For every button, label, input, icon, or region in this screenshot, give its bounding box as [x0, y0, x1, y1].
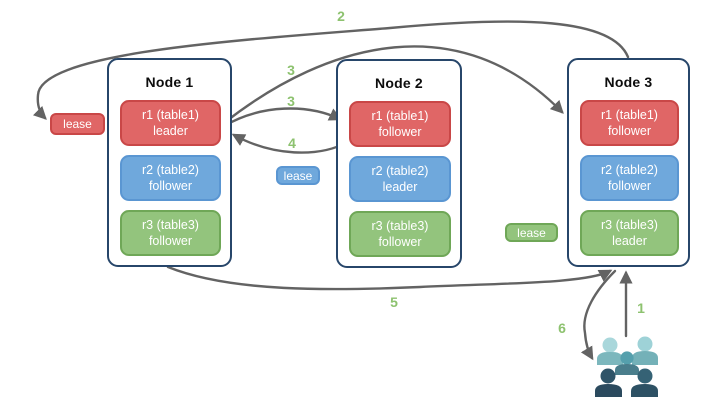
- replica-name: r3 (table3): [371, 218, 429, 233]
- replica-role: leader: [153, 124, 188, 138]
- node3-r2-follower-box: r2 (table2) follower: [580, 155, 679, 201]
- replica-name: r3 (table3): [142, 217, 199, 232]
- replica-role: follower: [148, 179, 193, 193]
- person-body: [631, 384, 658, 397]
- node-2-title: Node 2: [375, 75, 423, 91]
- node-3-title: Node 3: [604, 74, 653, 90]
- lease-tag-r1: lease: [50, 113, 105, 135]
- users-group-icon: [595, 336, 658, 397]
- replica-name: r2 (table2): [601, 162, 658, 177]
- node3-r1-follower-box: r1 (table1) follower: [580, 100, 679, 146]
- person-head: [637, 336, 653, 352]
- node2-r2-leader-box: r2 (table2) leader: [349, 156, 451, 202]
- replica-name: r1 (table1): [601, 107, 658, 122]
- person-body: [615, 364, 639, 375]
- step-3b-label: 3: [287, 93, 295, 109]
- person-head: [637, 368, 653, 384]
- replica-role: follower: [607, 179, 652, 193]
- node3-r3-leader-box: r3 (table3) leader: [580, 210, 679, 256]
- person-head: [600, 368, 616, 384]
- node1-r2-follower-box: r2 (table2) follower: [120, 155, 221, 201]
- replica-name: r2 (table2): [371, 163, 429, 178]
- step-4-label: 4: [288, 135, 296, 151]
- person-body: [595, 384, 622, 397]
- arrow-step-6-node3-to-clients: [580, 269, 617, 361]
- node-3-box: Node 3 r1 (table1) follower r2 (table2) …: [567, 58, 690, 267]
- replica-name: r2 (table2): [142, 162, 199, 177]
- replica-role: follower: [378, 125, 422, 139]
- replica-name: r3 (table3): [601, 217, 658, 232]
- person-body: [632, 351, 658, 365]
- node1-r3-follower-box: r3 (table3) follower: [120, 210, 221, 256]
- step-2-label: 2: [337, 8, 345, 24]
- replica-name: r1 (table1): [142, 107, 199, 122]
- arrow-step-2: [32, 20, 630, 120]
- arrow-step-3-node1-to-node3: [222, 45, 564, 125]
- replica-role: leader: [382, 180, 418, 194]
- node-1-title: Node 1: [145, 74, 194, 90]
- node-1-box: Node 1 r1 (table1) leader r2 (table2) fo…: [107, 58, 232, 267]
- step-5-label: 5: [390, 294, 398, 310]
- step-3a-label: 3: [287, 62, 295, 78]
- person-head: [620, 351, 634, 365]
- replica-role: leader: [612, 234, 647, 248]
- person-head: [602, 337, 618, 353]
- node-2-box: Node 2 r1 (table1) follower r2 (table2) …: [336, 59, 462, 268]
- person-body: [597, 352, 623, 365]
- node2-r3-follower-box: r3 (table3) follower: [349, 211, 451, 257]
- replica-role: follower: [607, 124, 652, 138]
- lease-tag-r3: lease: [505, 223, 558, 242]
- replica-role: follower: [148, 234, 193, 248]
- replica-role: follower: [378, 235, 422, 249]
- lease-tag-r2: lease: [276, 166, 320, 185]
- step-1-label: 1: [637, 300, 645, 316]
- node2-r1-follower-box: r1 (table1) follower: [349, 101, 451, 147]
- step-6-label: 6: [558, 320, 566, 336]
- node1-r1-leader-box: r1 (table1) leader: [120, 100, 221, 146]
- replica-name: r1 (table1): [371, 108, 429, 123]
- arrow-step-5-node1-to-node3: [166, 265, 613, 291]
- arrow-step-3-node1-to-node2: [222, 107, 343, 128]
